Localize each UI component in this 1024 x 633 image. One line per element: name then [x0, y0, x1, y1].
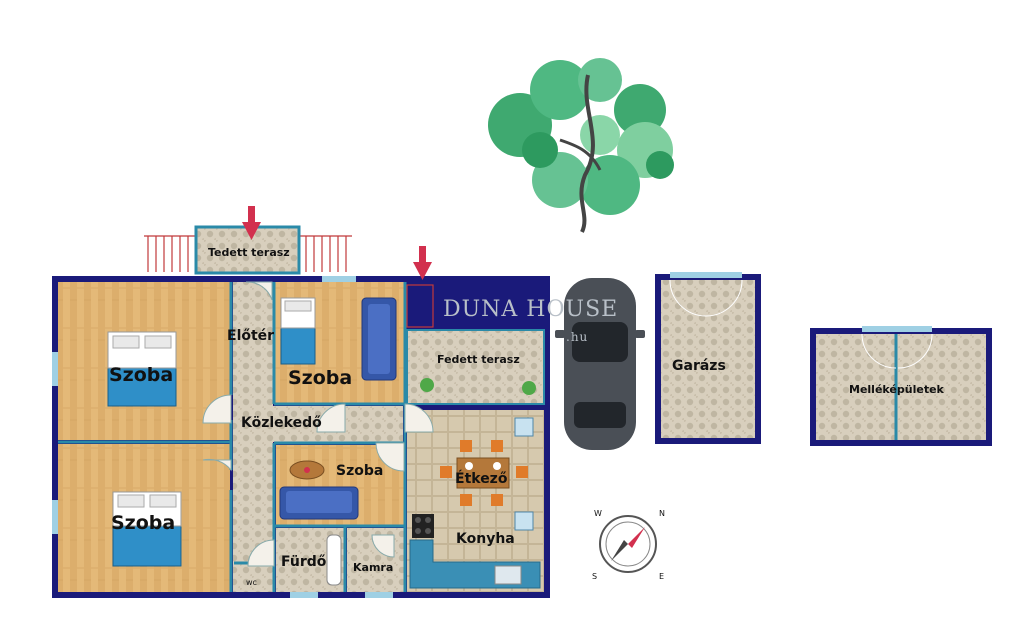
compass-east: E — [659, 572, 665, 581]
steps — [406, 284, 434, 328]
label-szoba-middle: Szoba — [336, 463, 384, 479]
garage-floor — [661, 280, 755, 438]
sofa-icon — [361, 297, 397, 381]
label-furdo: Fürdő — [281, 554, 327, 570]
dining-table-icon — [440, 440, 528, 506]
bed-icon — [112, 491, 182, 567]
table-icon — [289, 460, 325, 480]
label-konyha: Konyha — [456, 531, 515, 547]
bed-icon — [107, 331, 177, 407]
compass-icon — [599, 515, 657, 573]
label-szoba-top-left: Szoba — [109, 364, 174, 386]
bed-icon — [280, 297, 316, 365]
label-tedett-terasz: Tedett terasz — [208, 246, 290, 259]
label-kozlekedo: Közlekedő — [241, 415, 322, 431]
label-szoba-bottom-left: Szoba — [111, 512, 176, 534]
label-wc: wc — [246, 578, 257, 587]
compass-west: W — [594, 509, 602, 518]
terrace-railing — [144, 235, 352, 272]
label-mellekepuletek: Melléképületek — [849, 383, 944, 396]
watermark-brand: DUNA HOUSE — [443, 297, 619, 322]
plant-icon — [420, 378, 536, 395]
label-garazs: Garázs — [672, 358, 726, 374]
label-kamra: Kamra — [353, 561, 394, 574]
kitchen-counter — [409, 417, 541, 589]
label-etkezo: Étkező — [455, 471, 508, 487]
tree — [488, 58, 674, 233]
label-szoba-small: Szoba — [288, 367, 353, 389]
bathtub-icon — [326, 534, 342, 586]
compass-north: N — [659, 509, 665, 518]
label-fedett-terasz: Fedett terasz — [437, 353, 520, 366]
windows — [52, 276, 393, 598]
outbuilding-floor — [816, 334, 986, 440]
compass-south: S — [592, 572, 598, 581]
label-eloter: Előtér — [227, 328, 275, 344]
watermark-domain: .hu — [566, 330, 589, 344]
door-swings — [202, 281, 434, 567]
car-icon — [555, 278, 645, 450]
entry-arrow-icon — [242, 206, 432, 280]
sofa-icon — [279, 486, 359, 520]
fedett-terasz — [406, 329, 545, 405]
room-wc — [236, 565, 270, 592]
